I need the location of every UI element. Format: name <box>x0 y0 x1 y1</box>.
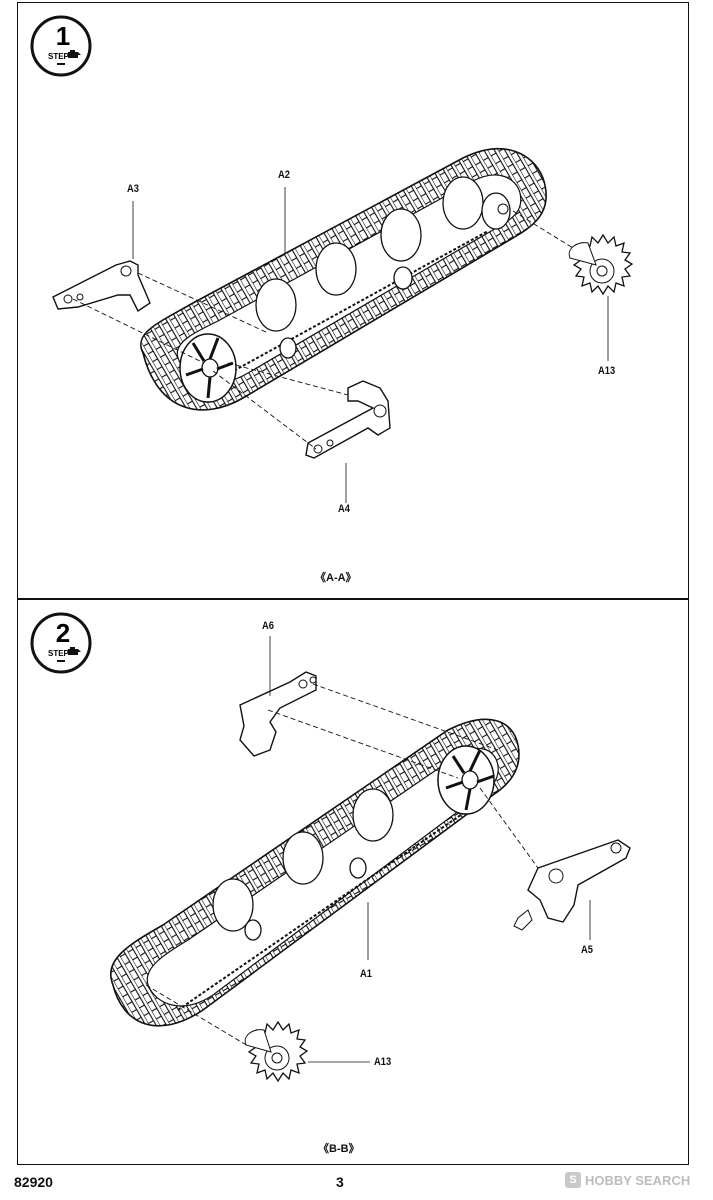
road-wheels <box>255 176 484 359</box>
product-code: 82920 <box>14 1174 53 1190</box>
road-wheel <box>442 176 484 230</box>
page-number: 3 <box>336 1174 344 1190</box>
step-1-word: STEP <box>48 52 70 61</box>
idler-wheel <box>179 333 237 403</box>
part-a3-bracket <box>52 260 151 313</box>
part-label-a2: A2 <box>278 169 290 181</box>
part-label-a4: A4 <box>338 503 350 515</box>
part-label-a6: A6 <box>262 620 274 632</box>
return-roller <box>279 337 297 359</box>
part-label-a13: A13 <box>598 365 616 377</box>
assembly-guide-lines <box>72 210 574 450</box>
tank-icon <box>68 647 81 655</box>
part-a4-arm <box>305 380 391 459</box>
track-assembly-illustration-2 <box>110 636 631 1083</box>
step-2-badge: 2 STEP <box>30 612 92 674</box>
road-wheel <box>212 878 254 932</box>
part-a6-bracket <box>239 671 317 757</box>
track-assembly-illustration-1 <box>52 148 634 503</box>
drive-hub <box>481 192 511 230</box>
step-2-panel: 2 STEP <box>17 599 689 1165</box>
leader-lines <box>269 636 591 1063</box>
assembly-guide-lines <box>145 683 539 1047</box>
part-a5-arm <box>513 839 631 931</box>
section-label-a-a: 《A-A》 <box>315 572 357 584</box>
watermark-text: HOBBY SEARCH <box>585 1172 691 1188</box>
part-label-a1: A1 <box>360 968 372 980</box>
watermark-logo-icon: S <box>565 1172 581 1188</box>
tank-icon <box>68 50 81 58</box>
leader-lines <box>132 187 609 503</box>
part-label-a13: A13 <box>374 1056 392 1068</box>
step-2-word: STEP <box>48 649 70 658</box>
road-wheel <box>255 278 297 332</box>
watermark: S HOBBY SEARCH <box>565 1172 690 1188</box>
road-wheel <box>315 242 357 296</box>
step-1-number: 1 <box>56 21 70 51</box>
step-1-panel: 1 STEP <box>17 2 689 599</box>
part-label-a5: A5 <box>581 944 593 956</box>
section-label-b-b: 《B-B》 <box>318 1143 360 1155</box>
road-wheels <box>212 788 394 941</box>
idler-wheel <box>437 745 495 815</box>
return-roller <box>244 919 262 941</box>
road-wheel <box>282 831 324 885</box>
part-a13-sprocket <box>568 233 634 296</box>
step-2-number: 2 <box>56 618 70 648</box>
road-wheel <box>352 788 394 842</box>
road-wheel <box>380 208 422 262</box>
part-label-a3: A3 <box>127 183 139 195</box>
return-roller <box>349 857 367 879</box>
return-roller <box>393 266 413 290</box>
part-a13-sprocket <box>244 1020 309 1083</box>
step-1-badge: 1 STEP <box>30 15 92 77</box>
